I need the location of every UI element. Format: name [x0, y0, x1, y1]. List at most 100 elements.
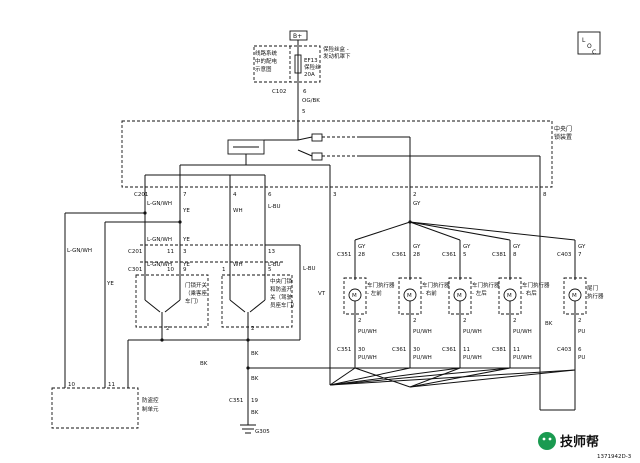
actuator-box	[498, 277, 522, 315]
svg-text:中的配电: 中的配电	[255, 57, 278, 65]
actuator-label: 车门执行器	[472, 281, 500, 289]
actuator-wire-puwh-2: PU/WH	[463, 355, 482, 361]
actuator-box	[448, 277, 472, 315]
actuator-pin-top: 5	[463, 252, 467, 258]
actuator-position: - 左前	[367, 289, 382, 297]
door-switch-pin: 2	[166, 326, 170, 332]
actuator-pin-2: 2	[463, 318, 467, 324]
svg-text:示意图: 示意图	[255, 65, 272, 73]
svg-text:（乘客座: （乘客座	[185, 289, 208, 297]
svg-text:L: L	[582, 37, 586, 44]
wire-lbu-3: L-BU	[303, 266, 316, 272]
c201-mid-pin-b: 3	[183, 249, 187, 255]
svg-text:C: C	[592, 49, 596, 56]
wire-wh-2: WH	[233, 262, 243, 268]
trunk-pin-bottom: 6	[578, 347, 582, 353]
central-pin-7: 7	[183, 192, 187, 198]
actuator-pin-bottom: 30	[413, 347, 420, 353]
trunk-wire-pu-2: PU	[578, 355, 585, 361]
actuator-pin-top: 8	[513, 252, 517, 258]
c201-mid-pin-a: 11	[167, 249, 174, 255]
fuse-panel-note: 保险丝盒 -	[323, 45, 349, 53]
wire-vt: VT	[318, 291, 326, 297]
wire-lgnwh-1: L-GN/WH	[147, 201, 172, 207]
central-pin-2: 2	[413, 192, 417, 198]
ground-conn: C351	[229, 398, 243, 404]
actuator-conn-top: C351	[337, 252, 351, 258]
central-pin-4: 4	[233, 192, 237, 198]
central-switch-pin: 2	[251, 326, 255, 332]
svg-text:发动机罩下: 发动机罩下	[323, 52, 351, 60]
wire-ye-theft: YE	[106, 281, 114, 287]
wire-ye-1: YE	[182, 208, 190, 214]
central-pin-5: 5	[302, 109, 306, 115]
central-pin-6: 6	[268, 192, 272, 198]
fuse-ref-note: 线路系统	[255, 49, 278, 57]
wire-bk-2: BK	[200, 361, 208, 367]
wire-bk-4: BK	[251, 410, 259, 416]
trunk-conn-bottom: C403	[557, 347, 572, 353]
motor-icon-glyph: M	[352, 293, 357, 299]
actuator-wire-puwh-2: PU/WH	[513, 355, 532, 361]
actuator-wire-gy: GY	[413, 244, 421, 250]
wire-wh-1: WH	[233, 208, 243, 214]
relay-coil-1	[311, 133, 323, 142]
central-pin-3: 3	[333, 192, 337, 198]
actuator-conn-bottom: C361	[442, 347, 456, 353]
actuator-wire-puwh: PU/WH	[413, 329, 432, 335]
c102-label: C102	[272, 89, 286, 95]
c102-wire: OG/BK	[302, 98, 320, 104]
trunk-conn-top: C403	[557, 252, 572, 258]
ground-pin: 19	[251, 398, 258, 404]
trunk-wire-pu: PU	[578, 329, 585, 335]
theft-control-unit	[51, 387, 139, 429]
central-switch-label: 中央门锁	[270, 277, 293, 285]
c201-mid-pin-c: 13	[268, 249, 275, 255]
actuator-conn-bottom: C361	[392, 347, 406, 353]
ground-id: G305	[255, 429, 270, 435]
wire-bk-3: BK	[251, 376, 259, 382]
trunk-actuator-box	[563, 277, 587, 315]
relay-coil-2	[311, 152, 323, 161]
actuator-pin-top: 28	[413, 252, 420, 258]
actuator-wire-puwh: PU/WH	[358, 329, 377, 335]
central-lock-module	[121, 120, 553, 188]
fuse-block	[253, 45, 321, 83]
c301-pin-d: 5	[268, 267, 272, 273]
c301-label: C301	[128, 267, 142, 273]
loc-reference-icon	[577, 31, 601, 55]
svg-text:锁装置: 锁装置	[554, 133, 572, 141]
theft-pin-a: 10	[68, 382, 75, 388]
wire-lgnwh-3: L-GN/WH	[147, 262, 172, 268]
actuator-box	[343, 277, 367, 315]
actuator-wire-gy: GY	[513, 244, 521, 250]
svg-text:关（驾驶: 关（驾驶	[270, 293, 293, 301]
trunk-wire-gy: GY	[578, 244, 586, 250]
central-pin-8: 8	[543, 192, 547, 198]
actuator-label: 车门执行器	[422, 281, 450, 289]
motor-icon-glyph: M	[407, 293, 412, 299]
actuator-conn-bottom: C351	[337, 347, 351, 353]
wire-lbu-1: L-BU	[268, 204, 281, 210]
actuator-pin-bottom: 30	[358, 347, 365, 353]
fuse-rating: 20A	[304, 72, 315, 78]
door-lock-switch	[135, 274, 209, 328]
central-pin-c201: C201	[134, 192, 148, 198]
motor-icon-glyph: M	[507, 293, 512, 299]
actuator-wire-puwh-2: PU/WH	[358, 355, 377, 361]
c301-pin-c: 1	[222, 267, 226, 273]
motor-icon-glyph: M	[457, 293, 462, 299]
wire-lbu-2: L-BU	[268, 262, 281, 268]
actuator-pin-2: 2	[513, 318, 517, 324]
actuator-pin-top: 28	[358, 252, 365, 258]
actuator-label: 车门执行器	[367, 281, 395, 289]
c201-mid-label: C201	[128, 249, 142, 255]
svg-text:员座车门）: 员座车门）	[270, 301, 298, 309]
actuator-wire-puwh: PU/WH	[513, 329, 532, 335]
wire-gy-main: GY	[413, 201, 421, 207]
central-theft-switch	[221, 274, 293, 328]
actuator-pin-bottom: 11	[513, 347, 520, 353]
actuator-conn-top: C381	[492, 252, 506, 258]
c301-pin-a: 10	[167, 267, 174, 273]
